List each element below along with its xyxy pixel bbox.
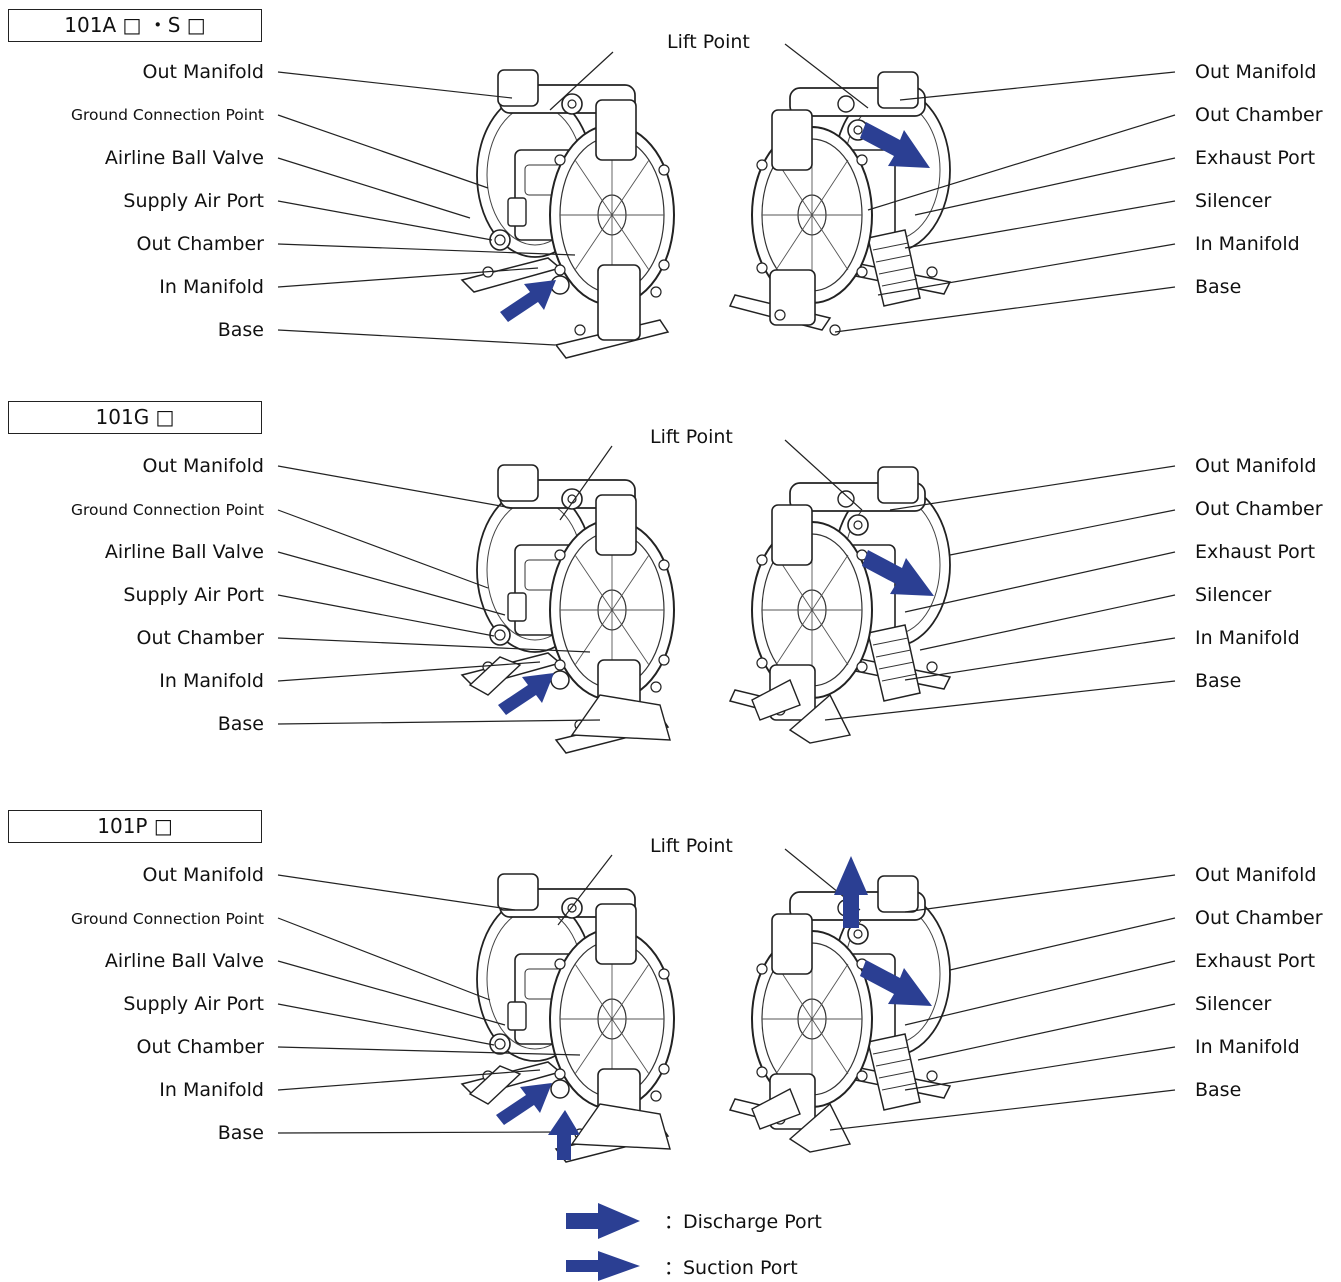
lift-point-label: Lift Point	[650, 835, 733, 857]
callout-base: Base	[1195, 670, 1242, 692]
callout-in-manifold: In Manifold	[1195, 233, 1300, 255]
callout-in-manifold: In Manifold	[159, 1079, 264, 1101]
callout-out-manifold: Out Manifold	[1195, 864, 1317, 886]
callout-exhaust-port: Exhaust Port	[1195, 541, 1316, 563]
callout-ground-connection-point: Ground Connection Point	[70, 106, 264, 124]
callout-airline-ball-valve: Airline Ball Valve	[104, 147, 264, 169]
pump-101a-front-view	[461, 69, 675, 359]
model-label-101g: 101G □	[8, 401, 262, 434]
callout-out-manifold: Out Manifold	[1195, 455, 1317, 477]
callout-base: Base	[1195, 1079, 1242, 1101]
callout-ground-connection-point: Ground Connection Point	[70, 501, 264, 519]
discharge-arrow	[860, 960, 932, 1006]
callout-out-chamber: Out Chamber	[1195, 907, 1323, 929]
callout-in-manifold: In Manifold	[1195, 627, 1300, 649]
callout-supply-air-port: Supply Air Port	[123, 993, 264, 1015]
callout-exhaust-port: Exhaust Port	[1195, 950, 1316, 972]
callout-supply-air-port: Supply Air Port	[123, 190, 264, 212]
callout-base: Base	[217, 1122, 264, 1144]
callout-supply-air-port: Supply Air Port	[123, 584, 264, 606]
suction-arrow	[496, 1083, 552, 1125]
callout-airline-ball-valve: Airline Ball Valve	[104, 950, 264, 972]
suction-arrow	[548, 1110, 580, 1160]
legend-suction-label: ：Suction Port	[664, 1257, 798, 1279]
legend-suction-arrow	[566, 1251, 640, 1281]
pump-101a-rear-view	[729, 71, 951, 336]
discharge-arrow	[860, 122, 930, 168]
callout-base: Base	[1195, 276, 1242, 298]
suction-arrow	[498, 673, 554, 715]
suction-arrow	[500, 280, 556, 322]
callout-airline-ball-valve: Airline Ball Valve	[104, 541, 264, 563]
callout-out-manifold: Out Manifold	[142, 61, 265, 83]
pump-101p-views	[461, 873, 951, 1163]
leader-lines-101a	[277, 43, 1176, 346]
callout-out-manifold: Out Manifold	[1195, 61, 1317, 83]
legend-discharge-label: ：Discharge Port	[664, 1211, 822, 1233]
lift-point-label: Lift Point	[667, 31, 750, 53]
callout-silencer: Silencer	[1195, 190, 1272, 212]
callout-out-manifold: Out Manifold	[142, 864, 265, 886]
callout-out-chamber: Out Chamber	[136, 233, 264, 255]
callout-in-manifold: In Manifold	[1195, 1036, 1300, 1058]
callout-base: Base	[217, 713, 264, 735]
discharge-arrow	[834, 856, 868, 928]
callout-out-chamber: Out Chamber	[1195, 104, 1323, 126]
lift-point-label: Lift Point	[650, 426, 733, 448]
callout-in-manifold: In Manifold	[159, 670, 264, 692]
leader-lines-101p	[277, 848, 1176, 1134]
callout-silencer: Silencer	[1195, 584, 1272, 606]
callout-out-chamber: Out Chamber	[136, 1036, 264, 1058]
leader-lines-101g	[277, 439, 1176, 725]
callout-out-chamber: Out Chamber	[1195, 498, 1323, 520]
pump-101g-views	[461, 464, 951, 754]
callout-exhaust-port: Exhaust Port	[1195, 147, 1316, 169]
model-label-101p: 101P □	[8, 810, 262, 843]
model-label-101a: 101A □ ・S □	[8, 9, 262, 42]
callout-silencer: Silencer	[1195, 993, 1272, 1015]
callout-in-manifold: In Manifold	[159, 276, 264, 298]
legend-discharge-arrow	[566, 1203, 640, 1239]
callout-out-manifold: Out Manifold	[142, 455, 265, 477]
callout-base: Base	[217, 319, 264, 341]
discharge-arrow	[862, 550, 934, 596]
callout-out-chamber: Out Chamber	[136, 627, 264, 649]
flow-arrows	[496, 122, 934, 1281]
callout-ground-connection-point: Ground Connection Point	[70, 910, 264, 928]
